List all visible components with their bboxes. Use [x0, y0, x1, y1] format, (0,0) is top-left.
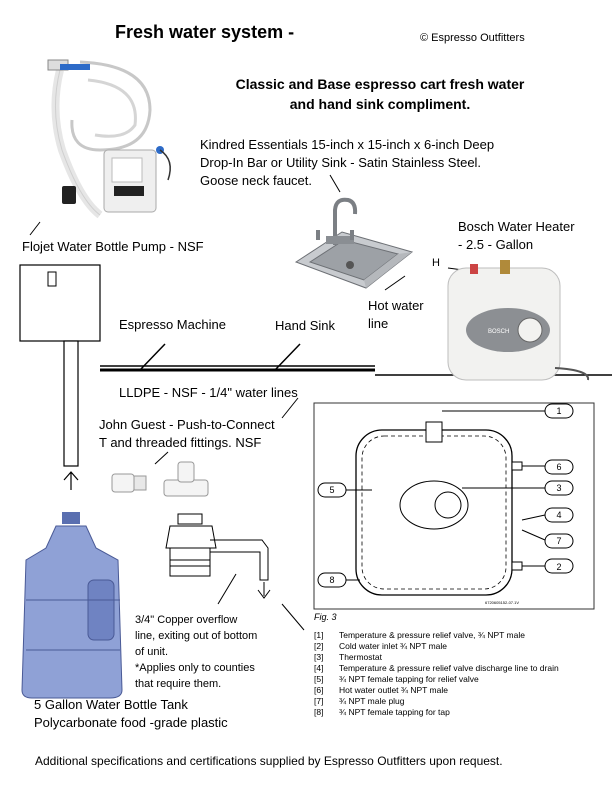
legend-item: [4]Temperature & pressure relief valve d…: [314, 663, 559, 673]
heater-line-2: - 2.5 - Gallon: [458, 237, 534, 252]
feed-tube: [63, 340, 79, 467]
legend-item: [8]¾ NPT female tapping for tap: [314, 707, 450, 717]
callout-3: 3: [556, 483, 561, 493]
flojet-pump-image: [47, 59, 171, 219]
pump-indicator: [47, 271, 57, 287]
sink-description: Kindred Essentials 15-inch x 15-inch x 6…: [200, 136, 494, 190]
legend-item: [6]Hot water outlet ¾ NPT male: [314, 685, 448, 695]
callout-5: 5: [329, 485, 334, 495]
overflow-line-5: that require them.: [135, 678, 222, 690]
heater-line-1: Bosch Water Heater: [458, 219, 575, 234]
legend-leader: [281, 603, 305, 631]
sink-line-1: Kindred Essentials 15-inch x 15-inch x 6…: [200, 137, 495, 152]
heater-h-label: H: [432, 257, 440, 269]
push-connect-fittings-image: [111, 461, 209, 497]
john-guest-label: John Guest - Push-to-Connect T and threa…: [99, 416, 275, 452]
espresso-leader: [139, 343, 166, 371]
up-arrow: [63, 471, 79, 490]
lldpe-label: LLDPE - NSF - 1/4" water lines: [119, 385, 298, 400]
callout-2: 2: [556, 562, 561, 572]
part-code: 6720605152-07.1V: [485, 600, 519, 605]
sink-line-3: Goose neck faucet.: [200, 173, 313, 188]
overflow-label: 3/4" Copper overflow line, exiting out o…: [135, 612, 257, 692]
water-bottle-image: [21, 512, 123, 699]
heater-technical-drawing: 1 2 3 4 5 6 7 8 6720605152-07.1V: [313, 402, 595, 610]
subtitle-line-2: and hand sink compliment.: [289, 96, 471, 112]
overflow-leader: [217, 573, 237, 605]
legend-item: [3]Thermostat: [314, 652, 382, 662]
overflow-line-1: 3/4" Copper overflow: [135, 614, 238, 626]
john-guest-line-2: T and threaded fittings. NSF: [99, 435, 262, 450]
figure-caption: Fig. 3: [314, 612, 337, 622]
legend-item: [5]¾ NPT female tapping for relief valve: [314, 674, 479, 684]
copyright-notice: © Espresso Outfitters: [420, 32, 525, 44]
overflow-line-3: of unit.: [135, 646, 169, 658]
hot-water-line-1: Hot water: [368, 298, 424, 313]
pump-leader: [29, 221, 41, 236]
figure-legend: [1]Temperature & pressure relief valve, …: [314, 630, 604, 718]
water-heater-image: BOSCH: [447, 260, 590, 381]
legend-item: [2]Cold water inlet ¾ NPT male: [314, 641, 448, 651]
heater-label: Bosch Water Heater - 2.5 - Gallon: [458, 218, 575, 254]
sink-leader: [329, 174, 341, 193]
hot-water-leader: [384, 275, 406, 291]
jg-leader: [281, 397, 299, 419]
sink-line-2: Drop-In Bar or Utility Sink - Satin Stai…: [200, 155, 482, 170]
callout-1: 1: [556, 406, 561, 416]
hand-sink-label: Hand Sink: [275, 318, 335, 333]
overflow-line-2: line, exiting out of bottom: [135, 630, 258, 642]
heater-brand: BOSCH: [488, 329, 509, 335]
hot-water-line-2: line: [368, 316, 389, 331]
page-title: Fresh water system -: [115, 22, 295, 42]
fittings-leader: [154, 451, 169, 465]
footer-note: Additional specifications and certificat…: [35, 754, 503, 768]
callout-8: 8: [329, 575, 334, 585]
john-guest-line-1: John Guest - Push-to-Connect: [99, 417, 275, 432]
callout-6: 6: [556, 462, 561, 472]
espresso-machine-label: Espresso Machine: [119, 317, 226, 332]
pump-label: Flojet Water Bottle Pump - NSF: [22, 239, 204, 254]
overflow-line-4: *Applies only to counties: [135, 662, 255, 674]
callout-7: 7: [556, 536, 561, 546]
handsink-leader: [274, 343, 301, 371]
tank-line-1: 5 Gallon Water Bottle Tank: [34, 697, 188, 712]
hand-sink-image: [294, 197, 414, 289]
subtitle: Classic and Base espresso cart fresh wat…: [200, 74, 560, 114]
legend-item: [7]¾ NPT male plug: [314, 696, 405, 706]
subtitle-line-1: Classic and Base espresso cart fresh wat…: [235, 76, 525, 92]
tank-label: 5 Gallon Water Bottle Tank Polycarbonate…: [34, 696, 228, 732]
overflow-valve-illustration: [165, 513, 271, 599]
pump-box: [19, 264, 101, 342]
legend-item: [1]Temperature & pressure relief valve, …: [314, 630, 525, 640]
callout-4: 4: [556, 510, 561, 520]
tank-line-2: Polycarbonate food -grade plastic: [34, 715, 228, 730]
hot-water-label: Hot water line: [368, 297, 424, 333]
